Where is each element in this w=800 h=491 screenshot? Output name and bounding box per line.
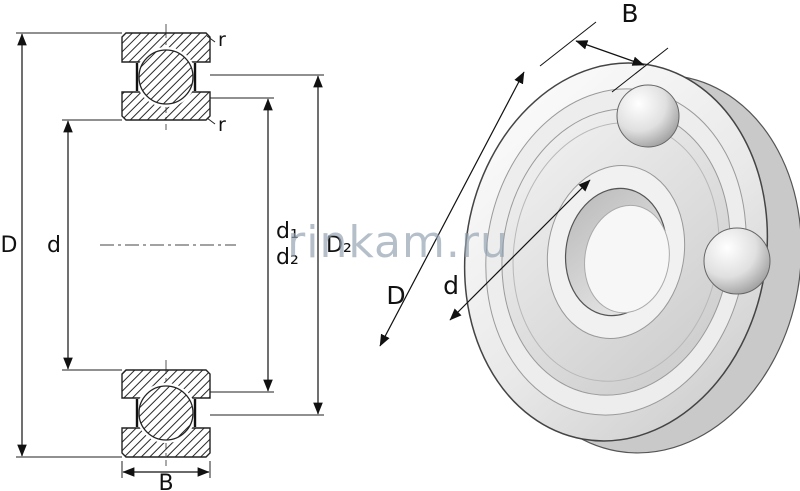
- radius-leaders: [206, 35, 216, 125]
- label-radius-top: r: [218, 29, 226, 51]
- dimension-lines: [17, 33, 323, 477]
- iso-label-d: d: [443, 271, 459, 300]
- iso-dim-line-d: [449, 179, 591, 321]
- label-dim-D: D: [1, 233, 18, 258]
- extension-lines: [16, 32, 324, 478]
- iso-label-B: B: [621, 0, 638, 28]
- ball-top-section: [138, 49, 194, 105]
- label-dim-d1: d₁: [276, 219, 299, 244]
- ball-right: [703, 227, 771, 295]
- label-dim-d: d: [47, 233, 61, 258]
- label-radius-bottom: r: [218, 114, 226, 136]
- shield-seals: [135, 63, 197, 427]
- watermark-text: rinkam.ru: [287, 217, 509, 268]
- iso-label-D: D: [386, 281, 405, 310]
- label-dim-d2: d₂: [276, 245, 299, 270]
- ball-top: [616, 84, 680, 148]
- ball-bottom-section: [138, 385, 194, 441]
- iso-dim-line-B: [575, 40, 645, 66]
- left-section-view: D d d₁ d₂ D₂ B r r: [1, 24, 352, 491]
- iso-dim-B: [539, 21, 669, 93]
- label-dim-B: B: [158, 471, 173, 491]
- label-dim-D2: D₂: [326, 233, 352, 258]
- bearing-front-face: [463, 62, 769, 442]
- right-isometric-view: B D d: [379, 0, 800, 454]
